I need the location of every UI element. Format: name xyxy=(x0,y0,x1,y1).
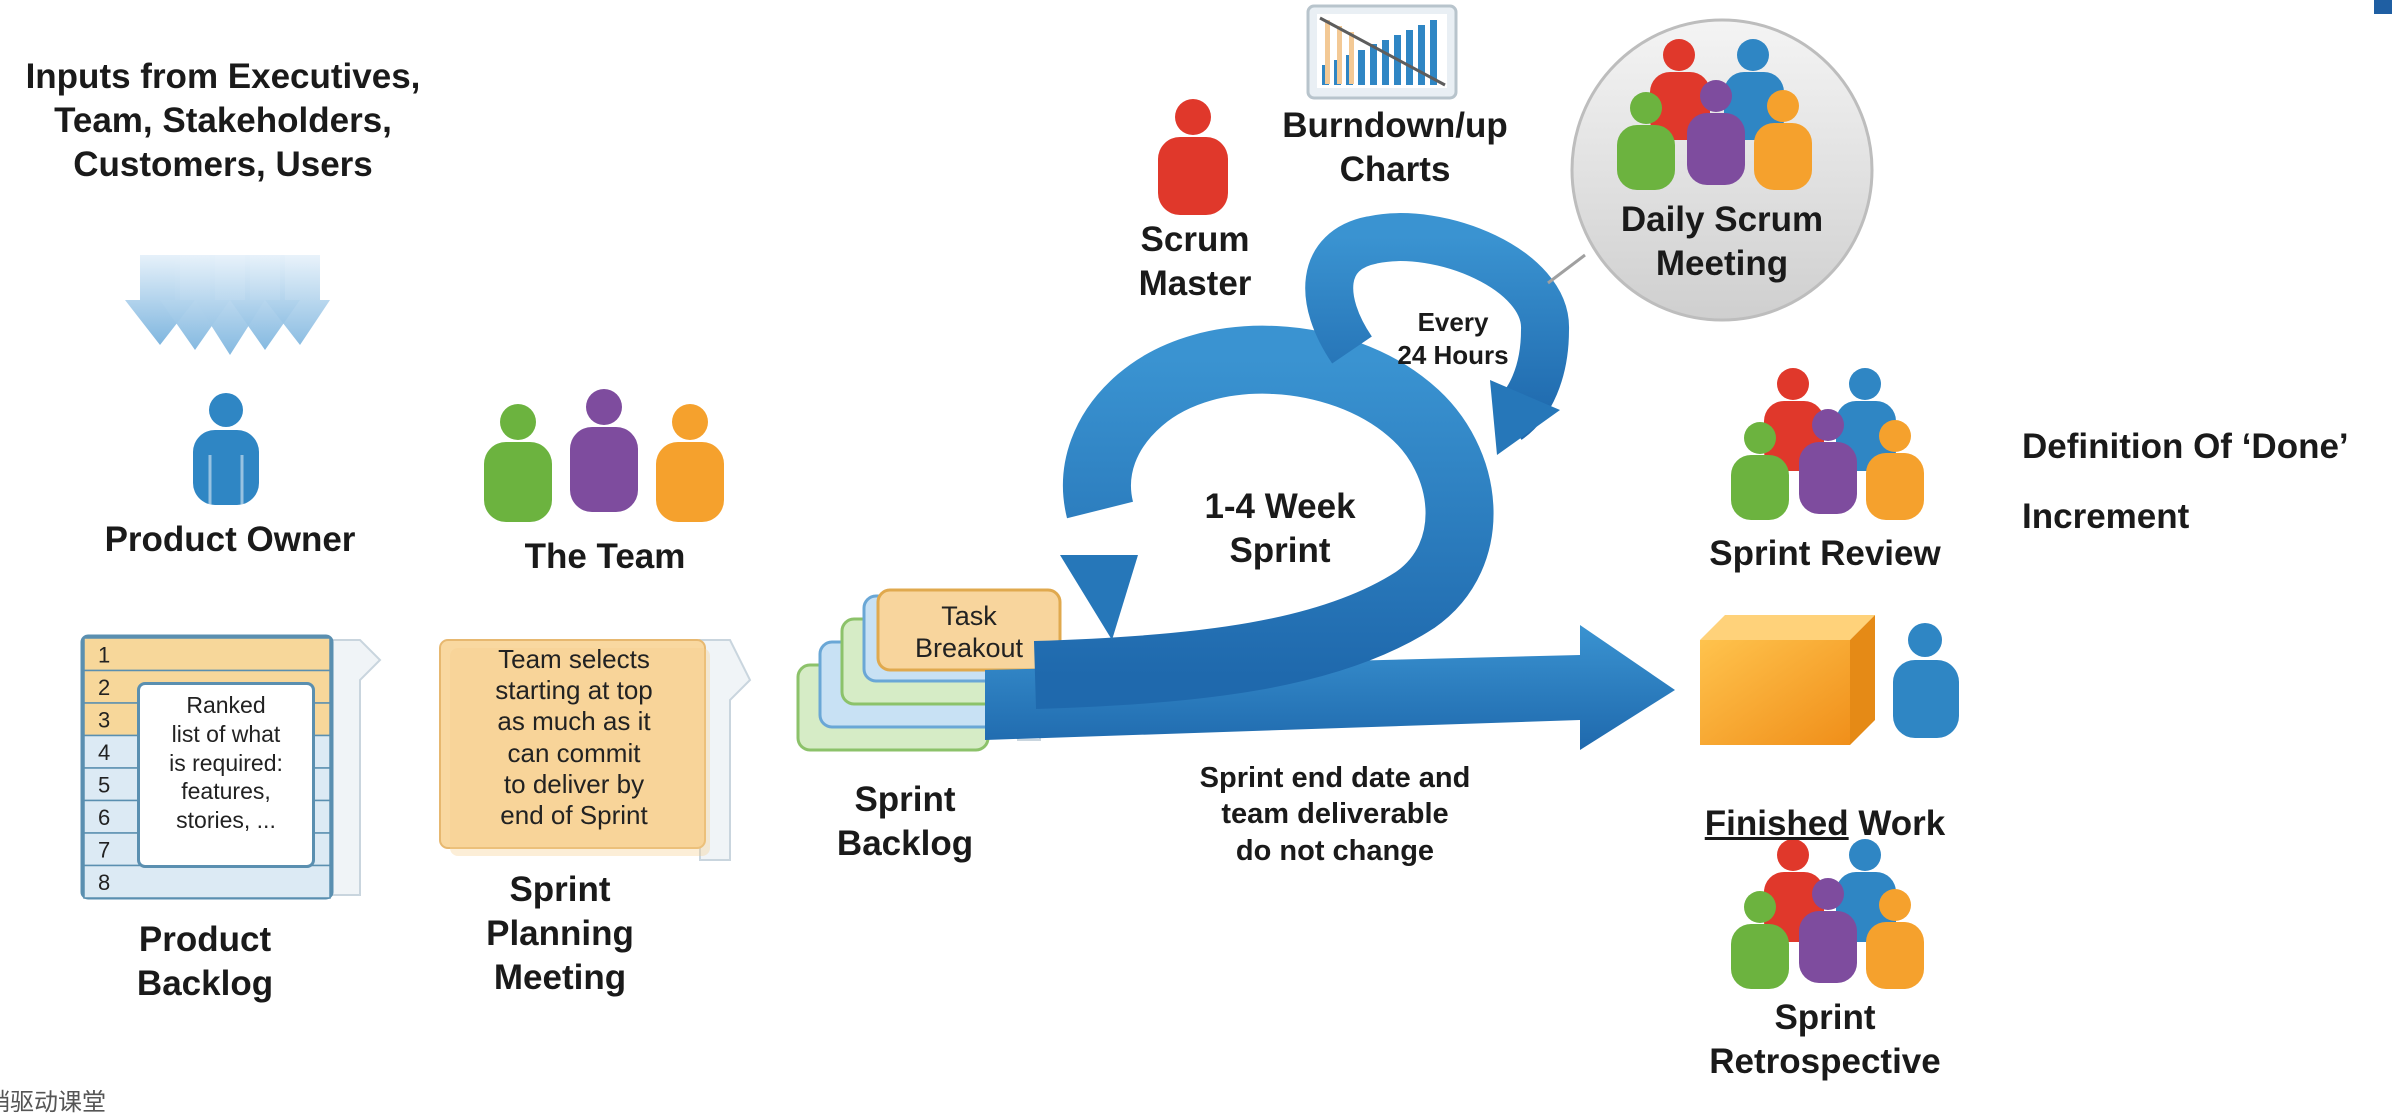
sprint-backlog-label: Sprint Backlog xyxy=(836,780,974,863)
sprint-planning-label: Sprint Planning Meeting xyxy=(486,870,634,997)
product-owner-icon xyxy=(193,393,259,505)
sprint-backlog-cards xyxy=(796,588,1062,752)
sprint-retrospective-icon xyxy=(1731,839,1924,989)
finished-work-icon xyxy=(1700,615,1959,745)
product-owner-label: Product Owner xyxy=(104,520,356,559)
scrum-master-icon xyxy=(1158,99,1228,215)
sprint-constraint-note: Sprint end date and team deliverable do … xyxy=(1199,762,1471,867)
sprint-review-icon xyxy=(1731,368,1924,520)
finished-word: Finished xyxy=(1704,803,1849,843)
daily-scrum-label: Daily Scrum Meeting xyxy=(1620,200,1824,283)
team-icon xyxy=(484,389,724,522)
sprint-flow-arrow xyxy=(985,213,1675,750)
finished-work-label: Finished Work xyxy=(1680,758,1970,846)
inputs-arrows-icon xyxy=(125,255,330,355)
backlog-row-number: 6 xyxy=(98,805,110,830)
backlog-row-number: 7 xyxy=(98,838,110,863)
every-24-hours-label: Every 24 Hours xyxy=(1397,307,1509,370)
backlog-row-number: 8 xyxy=(98,870,110,895)
footer-caption-fragment: 销驱动课堂 xyxy=(0,1088,106,1116)
backlog-row-number: 2 xyxy=(98,675,110,700)
burndown-label: Burndown/up Charts xyxy=(1282,106,1508,189)
sprint-duration-label: 1-4 Week Sprint xyxy=(1204,487,1356,570)
the-team-label: The Team xyxy=(524,537,686,576)
burndown-chart-icon xyxy=(1306,4,1458,100)
backlog-row-number: 3 xyxy=(98,708,110,733)
backlog-row-number: 1 xyxy=(98,643,110,668)
sprint-review-label: Sprint Review xyxy=(1709,534,1941,573)
corner-accent xyxy=(2374,0,2392,14)
backlog-row xyxy=(83,864,331,899)
backlog-row-number: 4 xyxy=(98,740,110,765)
task-breakout-label: Task Breakout xyxy=(914,601,1024,664)
definition-of-done-label: Definition Of ‘Done’ xyxy=(2022,427,2349,466)
scrum-master-label: Scrum Master xyxy=(1138,220,1252,303)
product-backlog-label: Product Backlog xyxy=(136,920,274,1003)
backlog-row xyxy=(83,637,331,672)
sprint-planning-note: Team selects starting at top as much as … xyxy=(495,644,653,830)
sprint-retrospective-label: Sprint Retrospective xyxy=(1709,998,1941,1081)
daily-scrum-icon xyxy=(1547,18,1874,322)
sprint-planning-card xyxy=(439,639,752,861)
backlog-row-number: 5 xyxy=(98,773,110,798)
inputs-label: Inputs from Executives, Team, Stakeholde… xyxy=(25,57,421,184)
increment-label: Increment xyxy=(2022,497,2190,536)
product-backlog-note: Ranked list of what is required: feature… xyxy=(137,682,315,868)
work-word: Work xyxy=(1848,803,1946,843)
